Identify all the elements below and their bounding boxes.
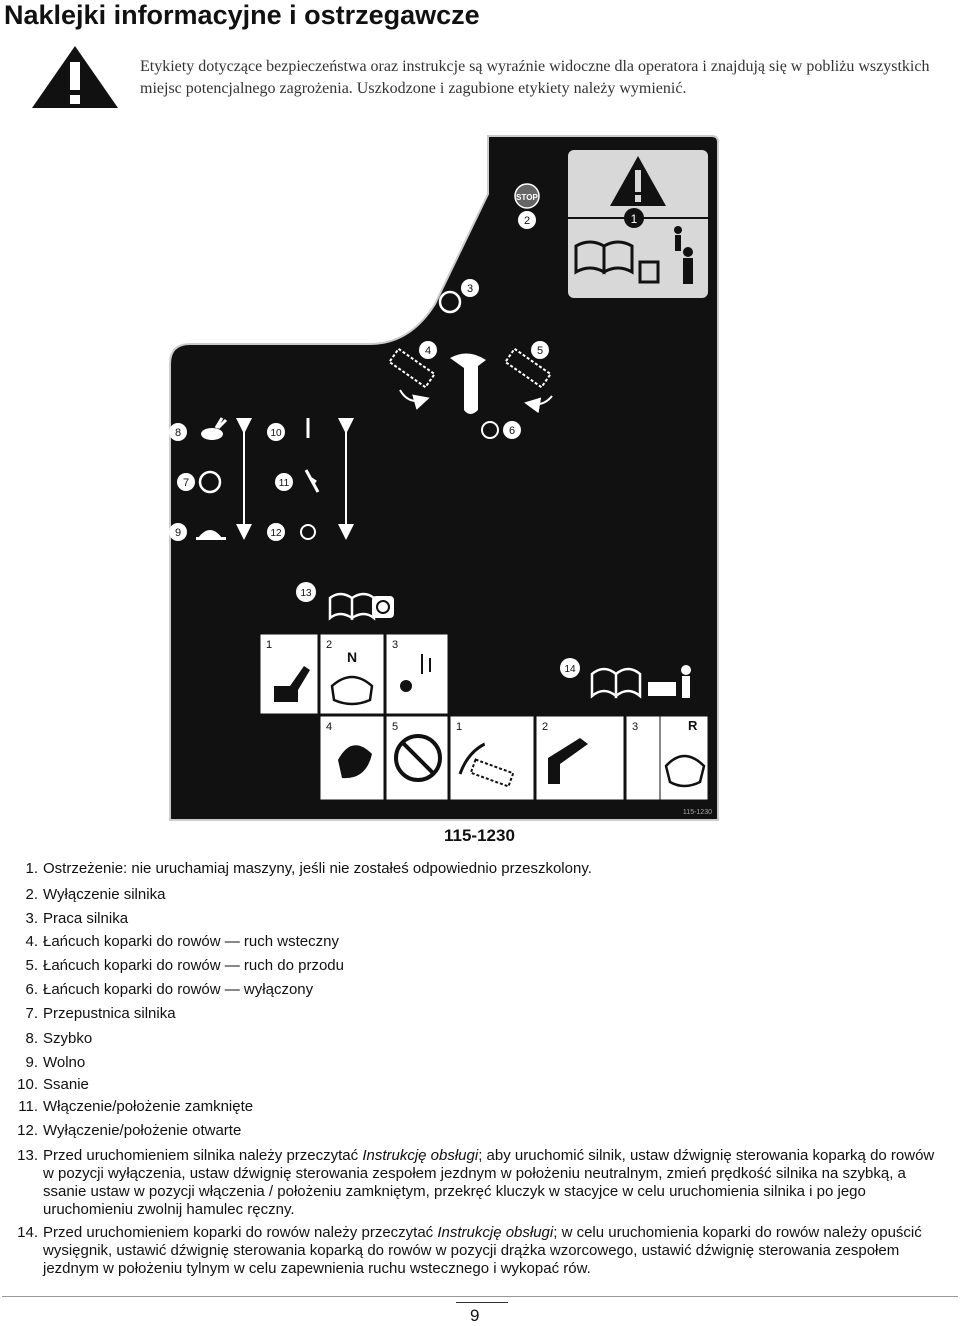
- page-number: 9: [470, 1306, 480, 1325]
- svg-text:6: 6: [509, 425, 515, 437]
- rabbit-icon: [201, 417, 228, 440]
- choke-off-icon: [300, 524, 316, 540]
- callout-5: 5: [531, 341, 549, 359]
- svg-text:13: 13: [300, 588, 312, 599]
- svg-text:1: 1: [266, 639, 272, 651]
- stop-icon: STOP: [514, 183, 540, 209]
- trencher-chain-forward-icon: [503, 347, 553, 414]
- callout-3: 3: [461, 279, 479, 297]
- callout-9: 9: [169, 523, 187, 541]
- callout-11: 11: [275, 473, 293, 491]
- throttle-icon: [198, 470, 222, 494]
- svg-text:10: 10: [270, 428, 282, 439]
- svg-text:7: 7: [183, 477, 189, 489]
- svg-text:N: N: [347, 649, 357, 665]
- svg-text:1: 1: [456, 721, 462, 733]
- svg-text:3: 3: [392, 639, 398, 651]
- callout-14: 14: [560, 658, 580, 678]
- svg-text:5: 5: [537, 345, 543, 357]
- decal-115-1230: 1 STOP 2 3 4: [169, 135, 719, 821]
- turtle-icon: [196, 530, 226, 540]
- decal-part-number: 115-1230: [444, 826, 515, 845]
- svg-text:2: 2: [542, 721, 548, 733]
- choke-on-icon: [304, 469, 320, 493]
- svg-text:12: 12: [270, 528, 282, 539]
- page-title: Naklejki informacyjne i ostrzegawcze: [4, 0, 480, 30]
- book-icon: [574, 240, 634, 275]
- svg-text:8: 8: [175, 427, 181, 439]
- callout-10: 10: [267, 423, 285, 441]
- svg-text:5: 5: [392, 721, 398, 733]
- operator-figure-icon: [638, 226, 693, 284]
- trenching-book-icon: [590, 667, 642, 699]
- callout-6: 6: [503, 421, 521, 439]
- callout-12: 12: [267, 523, 285, 541]
- svg-text:2: 2: [326, 639, 332, 651]
- svg-text:11: 11: [279, 478, 290, 489]
- svg-text:3: 3: [632, 721, 638, 733]
- startup-steps-panel: 1 2 3 4 5 N: [259, 633, 449, 801]
- svg-text:14: 14: [564, 664, 576, 675]
- svg-text:STOP: STOP: [516, 193, 538, 202]
- svg-text:4: 4: [326, 721, 332, 733]
- svg-text:9: 9: [175, 527, 181, 539]
- trenching-machine-icon: [648, 665, 691, 698]
- page-number-rule: [456, 1302, 508, 1303]
- trencher-chain-reverse-icon: [387, 347, 437, 410]
- intro-paragraph: Etykiety dotyczące bezpieczeństwa oraz i…: [140, 58, 930, 97]
- callout-2: 2: [518, 211, 536, 229]
- trenching-steps-panel: 1 2 3 R: [449, 715, 709, 801]
- startup-book-icon: [328, 592, 376, 621]
- trencher-control-lever-icon: [450, 353, 486, 414]
- startup-key-icon: [372, 596, 394, 618]
- engine-run-icon: [438, 290, 462, 314]
- callout-4: 4: [419, 341, 437, 359]
- svg-text:1: 1: [631, 212, 638, 226]
- callout-8: 8: [169, 423, 187, 441]
- svg-text:4: 4: [425, 345, 431, 357]
- warning-triangle-icon: [32, 46, 118, 108]
- svg-text:3: 3: [467, 283, 473, 295]
- callout-1: 1: [624, 208, 644, 228]
- decal-small-part-number: 115-1230: [683, 809, 712, 816]
- callout-13: 13: [296, 582, 316, 602]
- footer-divider: [2, 1296, 958, 1297]
- svg-text:2: 2: [524, 215, 530, 227]
- trencher-off-icon: [481, 421, 499, 439]
- callout-7: 7: [177, 473, 195, 491]
- svg-text:R: R: [688, 718, 698, 733]
